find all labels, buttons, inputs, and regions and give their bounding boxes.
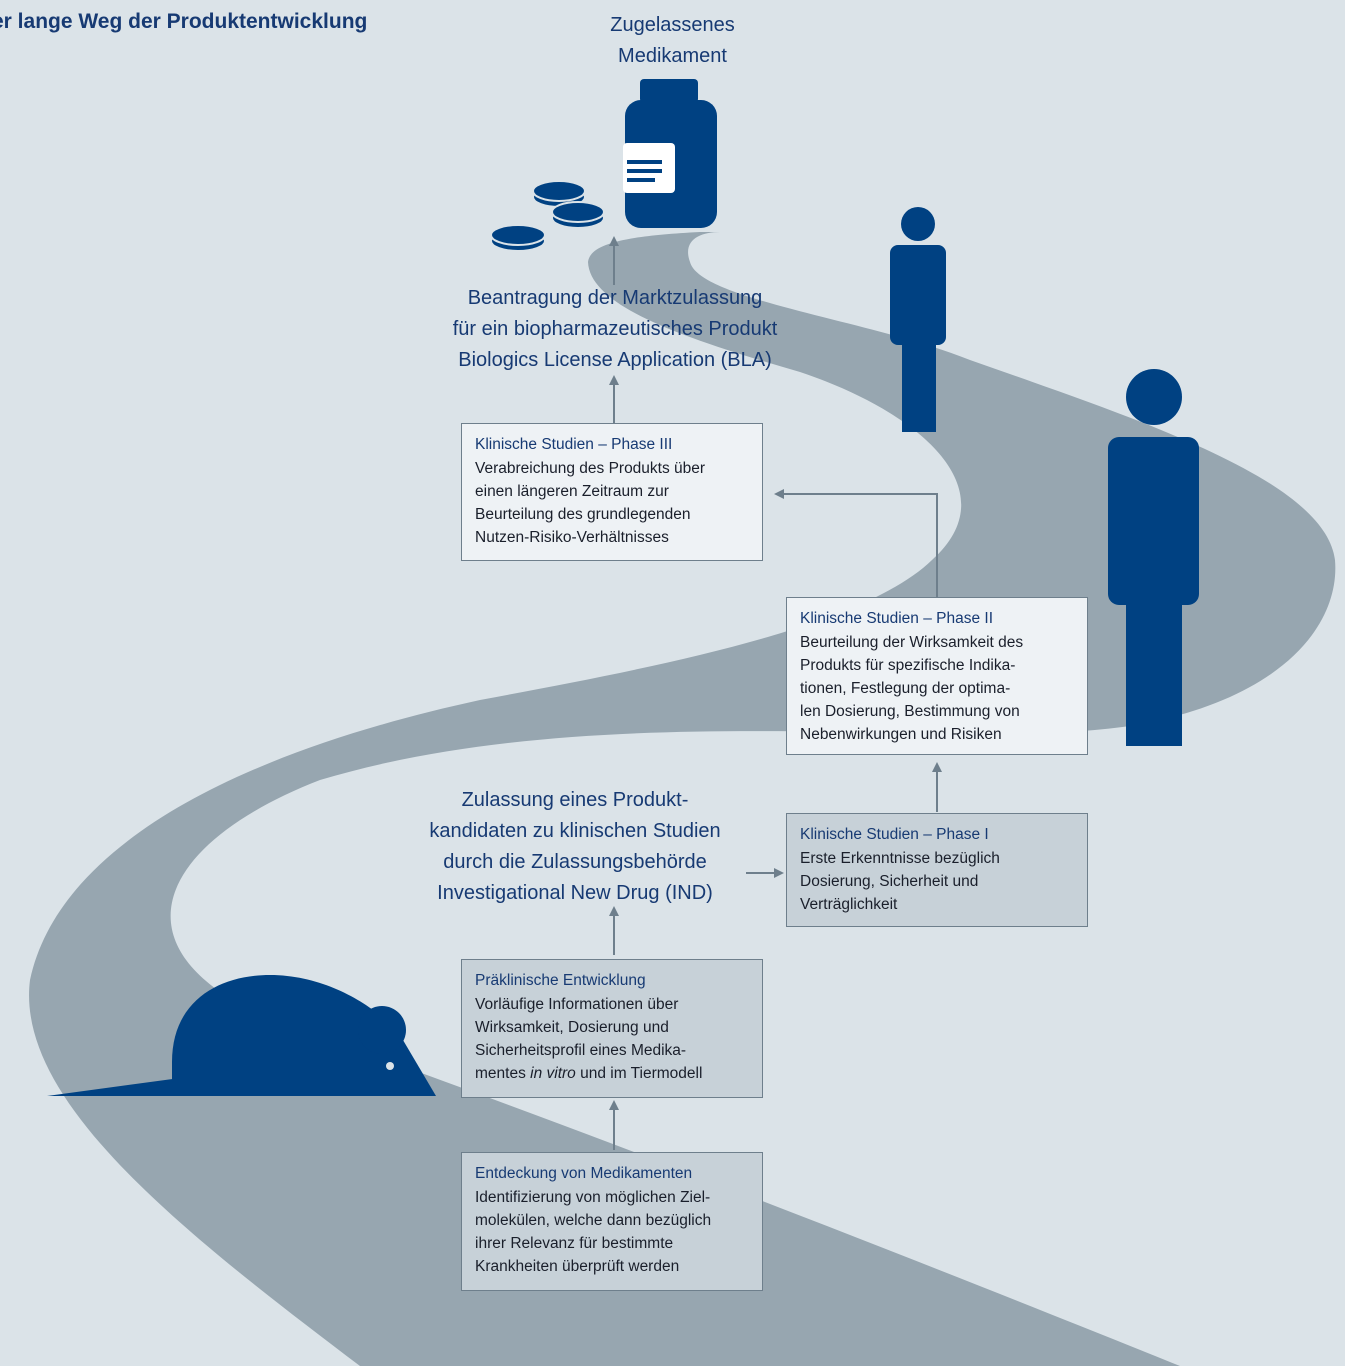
preclinical-last-line: mentes in vitro und im Tiermodell xyxy=(475,1065,703,1082)
connector-arrows xyxy=(613,244,938,1150)
medicine-label: Zugelassenes Medikament xyxy=(610,14,735,67)
ind-heading: Zulassung eines Produkt- kandidaten zu k… xyxy=(429,789,721,904)
person-icon xyxy=(890,207,946,432)
phase2-box: Klinische Studien – Phase II Beurteilung… xyxy=(786,597,1088,755)
phase3-title: Klinische Studien – Phase III xyxy=(475,436,673,453)
phase2-title: Klinische Studien – Phase II xyxy=(800,610,994,627)
mouse-icon xyxy=(47,975,436,1096)
phase1-title: Klinische Studien – Phase I xyxy=(800,826,989,843)
bla-heading: Beantragung der Marktzulassung für ein b… xyxy=(452,287,778,371)
preclinical-title: Präklinische Entwicklung xyxy=(475,972,646,989)
page-title: er lange Weg der Produktentwicklung xyxy=(0,10,368,33)
medicine-bottle-icon xyxy=(623,79,717,228)
discovery-box: Entdeckung von Medikamenten Identifizier… xyxy=(461,1152,763,1291)
discovery-title: Entdeckung von Medikamenten xyxy=(475,1165,693,1182)
phase1-box: Klinische Studien – Phase I Erste Erkenn… xyxy=(786,813,1088,927)
preclinical-box: Präklinische Entwicklung Vorläufige Info… xyxy=(461,959,763,1098)
person-icon xyxy=(1108,369,1199,746)
phase3-box: Klinische Studien – Phase III Verabreich… xyxy=(461,423,763,561)
coin-stack-icon xyxy=(490,180,605,252)
arrow-heads xyxy=(609,236,942,1110)
